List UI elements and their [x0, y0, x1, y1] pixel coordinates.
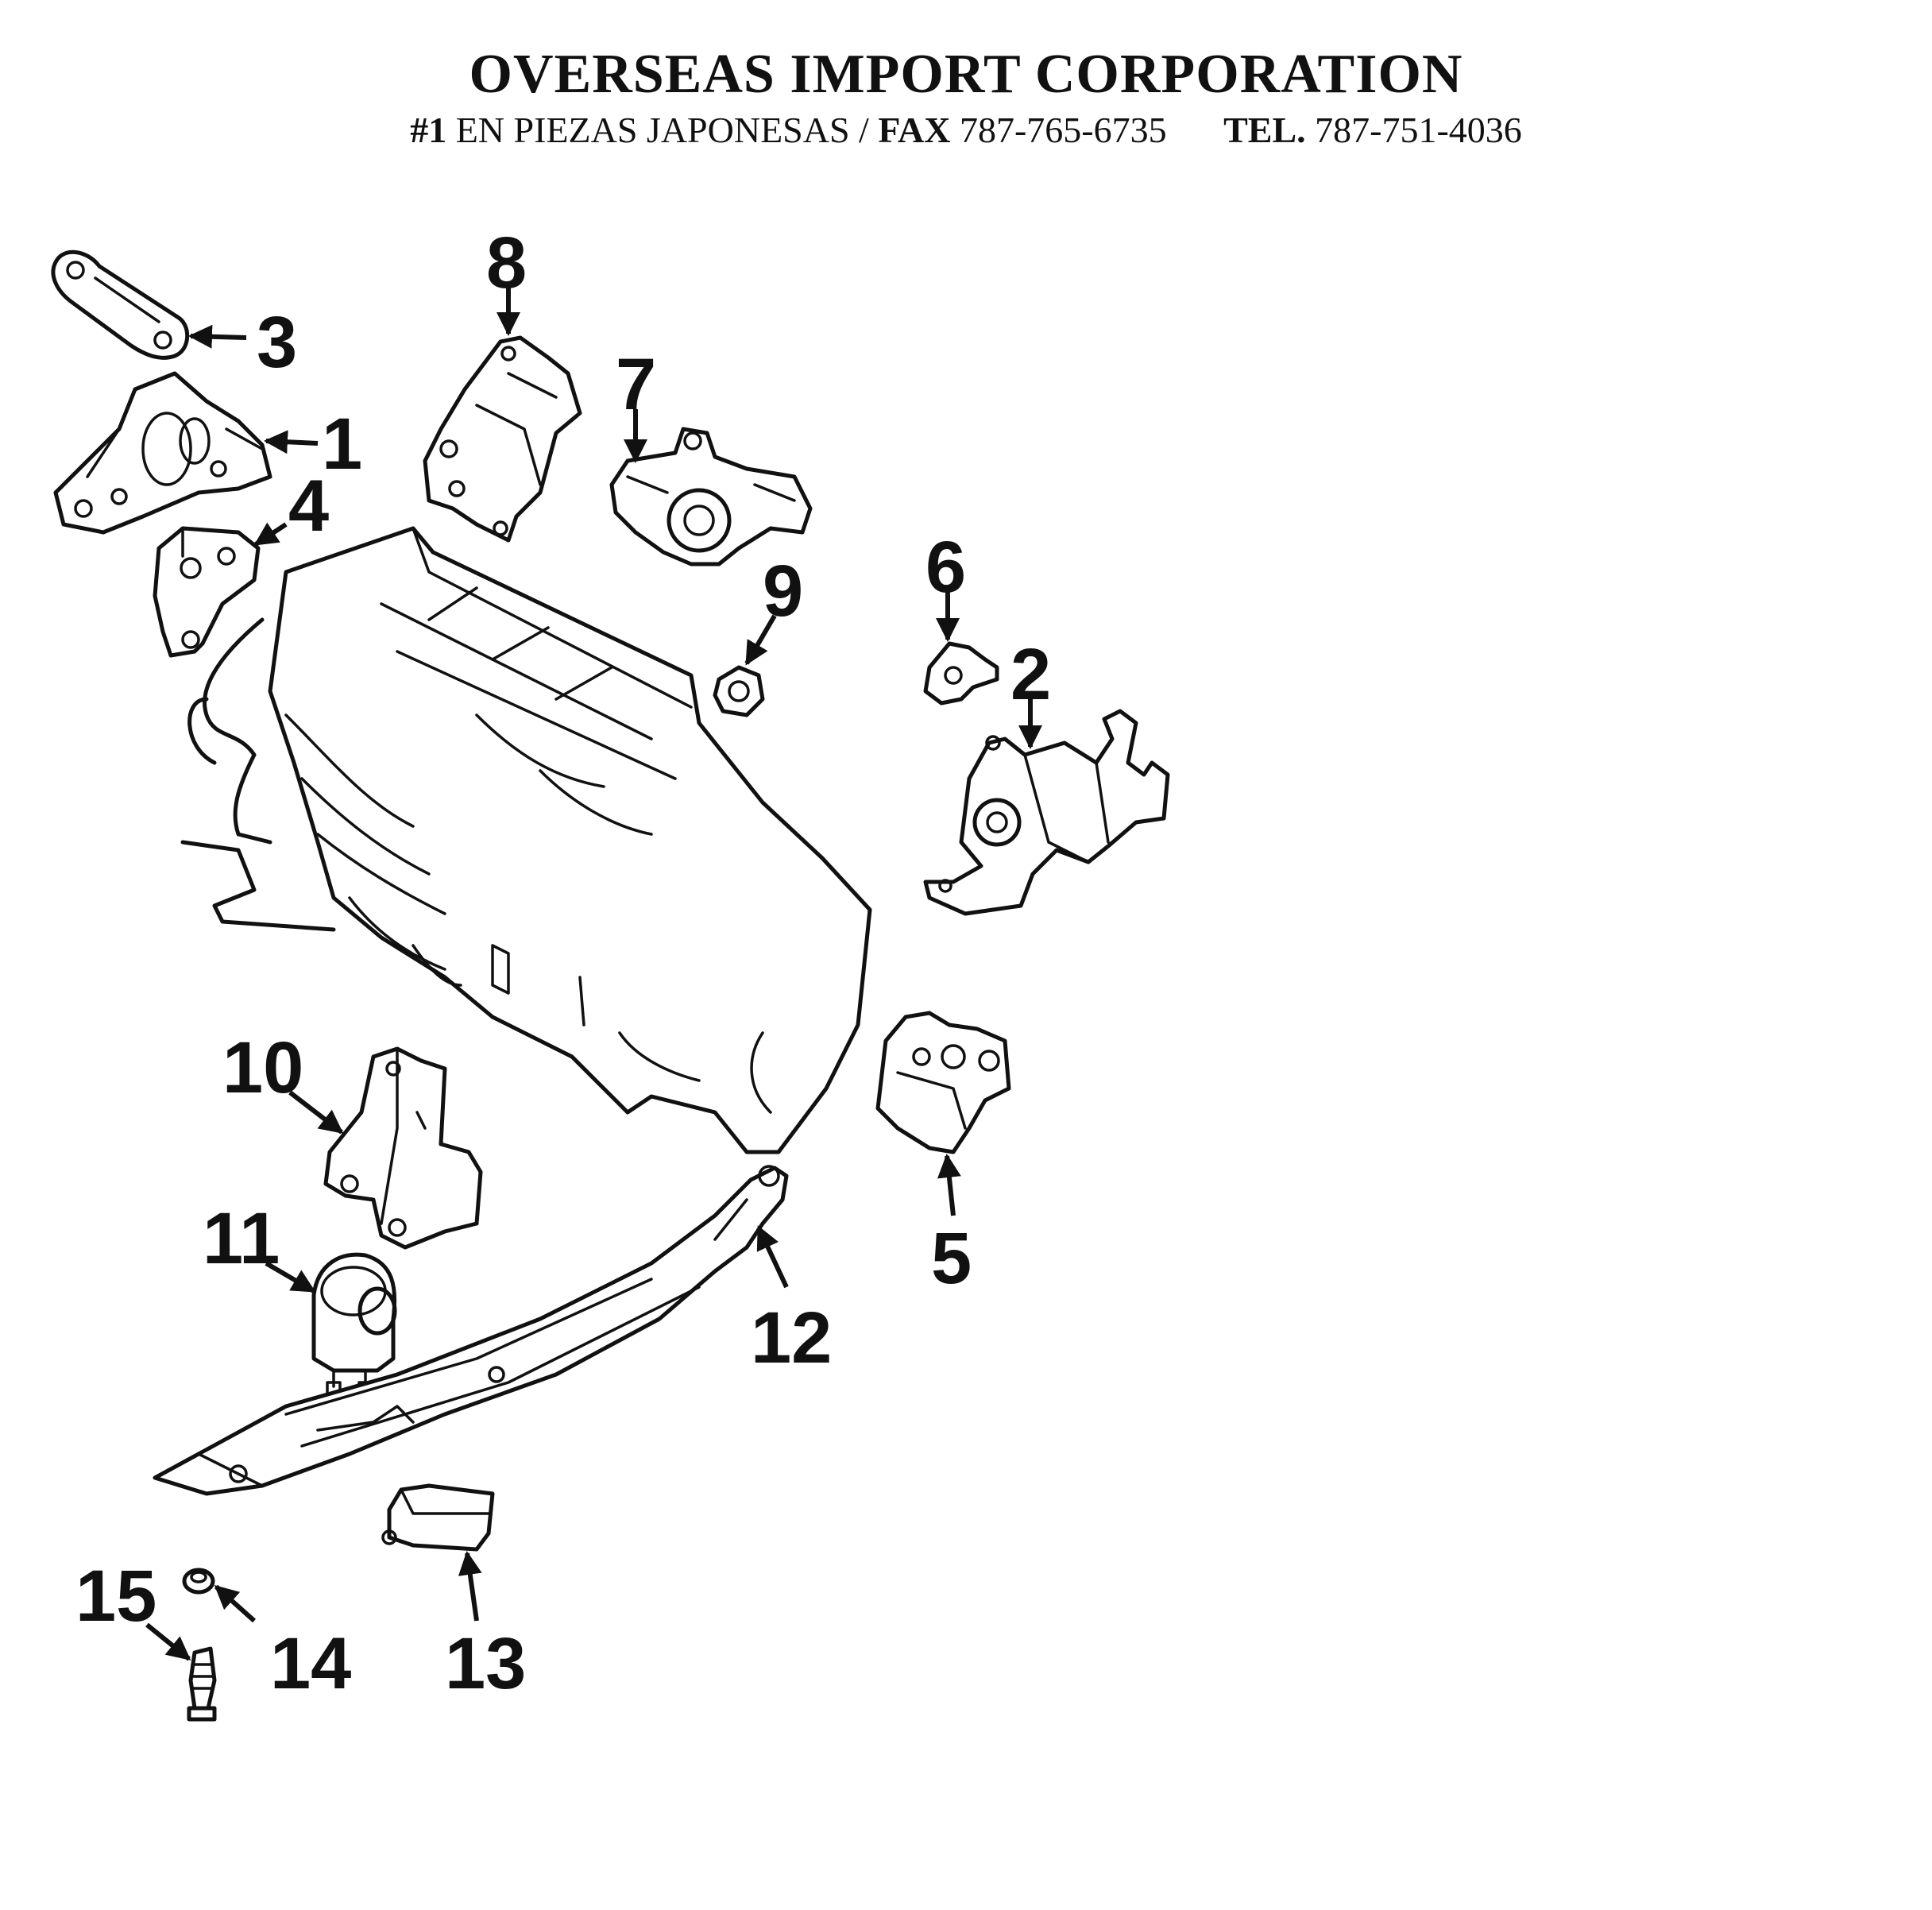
callout-6: 6 [925, 527, 966, 608]
callout-7: 7 [616, 344, 656, 425]
company-name: OVERSEAS IMPORT CORPORATION [469, 44, 1463, 105]
callout-12: 12 [751, 1297, 832, 1378]
callout-9: 9 [763, 551, 803, 632]
callout-3: 3 [257, 302, 297, 383]
leader-arrows [145, 286, 1042, 1661]
callout-11: 11 [203, 1198, 280, 1279]
contact-line: #1 EN PIEZAS JAPONESAS / FAX 787-765-673… [0, 108, 1932, 153]
tel-number: 787-751-4036 [1315, 110, 1522, 150]
engine-block [180, 526, 872, 1154]
part-7-mount [609, 427, 813, 566]
callout-10: 10 [222, 1027, 303, 1108]
callout-2: 2 [1010, 634, 1051, 715]
fax-number: 787-765-6735 [959, 110, 1167, 150]
callout-15: 15 [75, 1556, 156, 1637]
part-14-nut [182, 1568, 215, 1595]
part-3-bracket [51, 249, 190, 360]
header: OVERSEAS IMPORT CORPORATION #1 EN PIEZAS… [0, 41, 1932, 153]
part-8-bracket [423, 335, 582, 543]
part-6-bracket [923, 641, 999, 706]
part-5-mount [875, 1011, 1011, 1154]
part-15-bolt [187, 1646, 217, 1722]
part-9-nut [713, 665, 765, 717]
part-13-block [381, 1483, 495, 1552]
callout-1: 1 [322, 404, 362, 485]
callout-14: 14 [270, 1623, 351, 1704]
part-2-mount [923, 709, 1170, 916]
rank-badge: #1 [410, 110, 447, 150]
tagline: EN PIEZAS JAPONESAS / [455, 110, 869, 150]
part-10-bracket [323, 1046, 483, 1250]
callout-8: 8 [486, 222, 527, 304]
fax-label: FAX [878, 110, 951, 150]
callout-13: 13 [445, 1623, 526, 1704]
tel-label: TEL. [1223, 110, 1306, 150]
callout-4: 4 [288, 466, 329, 547]
part-1-mount [53, 371, 272, 535]
part-11-mount [311, 1252, 397, 1395]
part-4-bracket [153, 526, 261, 658]
callout-5: 5 [931, 1218, 972, 1299]
callout-labels: 3 1 4 8 7 9 6 2 5 10 11 12 13 14 15 [75, 222, 1051, 1704]
part-12-crossmember [153, 1165, 789, 1496]
